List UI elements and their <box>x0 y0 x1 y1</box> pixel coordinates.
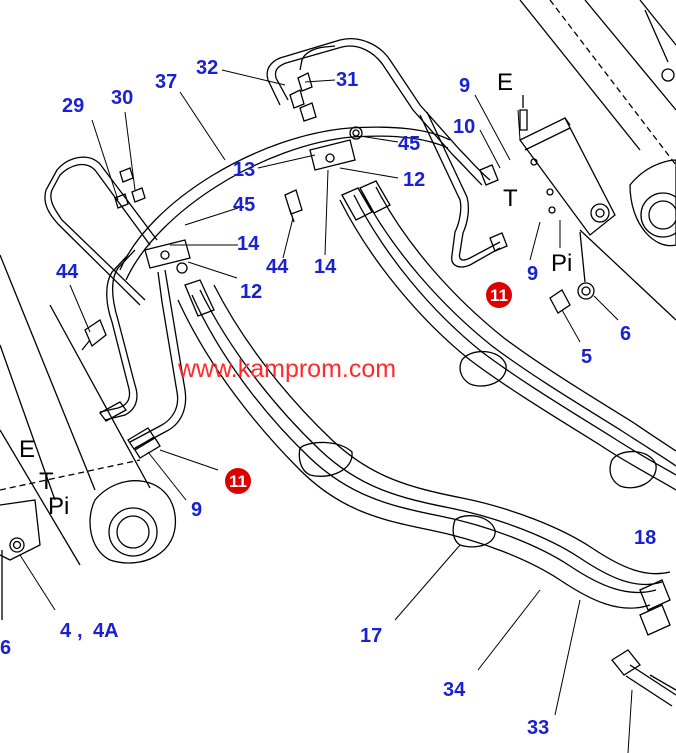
callout-44-mid: 44 <box>266 256 289 278</box>
bracket-arc <box>119 126 451 281</box>
port-label-t-left: T <box>39 468 54 495</box>
left-cylinder <box>0 254 176 620</box>
callout-34: 34 <box>443 679 466 701</box>
callout-13: 13 <box>233 159 255 181</box>
port-label-e-left: E <box>19 436 35 463</box>
callout-45-top: 45 <box>398 133 420 155</box>
right-cylinder <box>519 0 676 321</box>
steel-pipes-left <box>44 156 187 459</box>
callout-4A: 4A <box>93 620 119 642</box>
port-label-pi-left: Pi <box>48 493 69 520</box>
callout-30: 30 <box>111 87 133 109</box>
callout-33: 33 <box>527 717 549 739</box>
hoses-left <box>177 279 671 636</box>
callout-9-top: 9 <box>459 75 470 97</box>
clamp-left <box>81 239 191 351</box>
badge-11-upper: 11 <box>486 282 512 308</box>
callout-9-right: 9 <box>527 263 538 285</box>
callout-14-mid: 14 <box>314 256 337 278</box>
clamp-upper <box>284 126 363 223</box>
callout-comma: , <box>77 620 83 642</box>
callout-32: 32 <box>196 57 218 79</box>
callout-17: 17 <box>360 625 382 647</box>
callout-labels: 29 30 37 32 31 9 10 45 13 12 45 14 44 14… <box>0 57 656 739</box>
badge-11-lower-label: 11 <box>229 472 247 491</box>
hoses-upper <box>339 180 676 491</box>
callout-6-right: 6 <box>620 323 631 345</box>
callout-5: 5 <box>581 346 592 368</box>
badge-11-lower: 11 <box>225 468 251 494</box>
port-labels: E T Pi E T Pi <box>19 69 572 520</box>
callout-44-left: 44 <box>56 261 79 283</box>
watermark-text: www.kamprom.com <box>177 355 396 383</box>
callout-6-left: 6 <box>0 637 11 659</box>
callout-10: 10 <box>453 116 475 138</box>
steel-pipes-upper <box>266 38 508 268</box>
callout-37: 37 <box>155 71 177 93</box>
bolt <box>611 649 676 707</box>
callout-45-mid: 45 <box>233 194 255 216</box>
valve-block <box>519 95 616 314</box>
port-label-pi-right: Pi <box>551 250 572 277</box>
callout-18: 18 <box>634 527 656 549</box>
callout-9-bottom: 9 <box>191 499 202 521</box>
callout-14-left: 14 <box>237 233 260 255</box>
callout-4: 4 <box>60 620 72 642</box>
callout-12-left: 12 <box>240 281 262 303</box>
callout-12-top: 12 <box>403 169 425 191</box>
leader-lines <box>19 69 633 753</box>
callout-29: 29 <box>62 95 84 117</box>
callout-31: 31 <box>336 69 358 91</box>
port-label-t-right: T <box>503 185 518 212</box>
badge-11-upper-label: 11 <box>490 286 508 305</box>
port-label-e-right: E <box>497 69 513 96</box>
